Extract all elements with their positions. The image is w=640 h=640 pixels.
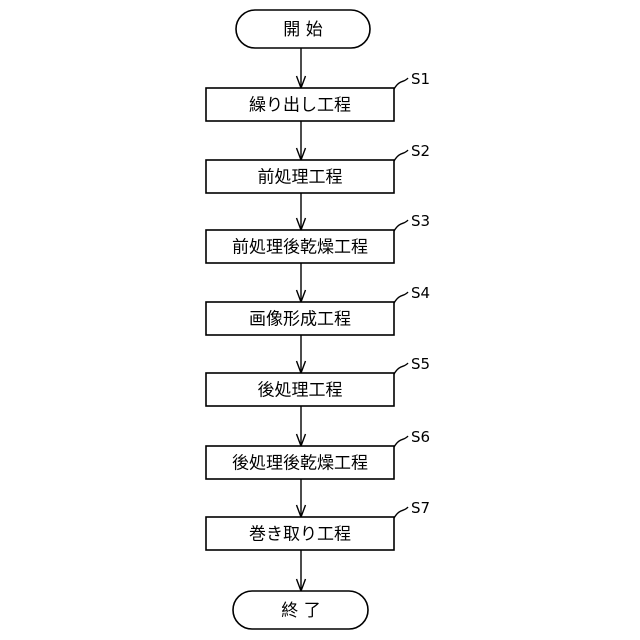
step-id-leader xyxy=(394,150,408,161)
step-id-label: S2 xyxy=(411,142,430,160)
step-id-leader xyxy=(394,220,408,231)
step-id-label: S1 xyxy=(411,70,430,88)
step-id-leader xyxy=(394,292,408,303)
process-label: 画像形成工程 xyxy=(249,310,351,330)
step-id-label: S5 xyxy=(411,355,430,373)
process-label: 前処理後乾燥工程 xyxy=(232,238,368,258)
process-label: 前処理工程 xyxy=(258,168,343,188)
start-terminal: 開 始 xyxy=(236,10,370,48)
process-step-s3: 前処理後乾燥工程 S3 xyxy=(206,212,430,263)
step-id-label: S4 xyxy=(411,284,430,302)
step-id-leader xyxy=(394,78,408,89)
process-step-s6: 後処理後乾燥工程 S6 xyxy=(206,428,430,479)
start-label: 開 始 xyxy=(283,20,322,40)
step-id-leader xyxy=(394,363,408,374)
end-terminal: 終 了 xyxy=(233,591,368,629)
step-id-label: S3 xyxy=(411,212,430,230)
process-label: 後処理後乾燥工程 xyxy=(232,454,368,474)
process-step-s7: 巻き取り工程 S7 xyxy=(206,499,430,550)
step-id-leader xyxy=(394,507,408,518)
process-step-s5: 後処理工程 S5 xyxy=(206,355,430,406)
process-label: 巻き取り工程 xyxy=(249,525,351,545)
process-step-s1: 繰り出し工程 S1 xyxy=(206,70,430,121)
process-step-s4: 画像形成工程 S4 xyxy=(206,284,430,335)
step-id-leader xyxy=(394,436,408,447)
step-id-label: S6 xyxy=(411,428,430,446)
process-label: 繰り出し工程 xyxy=(249,96,351,116)
process-label: 後処理工程 xyxy=(258,381,343,401)
step-id-label: S7 xyxy=(411,499,430,517)
process-step-s2: 前処理工程 S2 xyxy=(206,142,430,193)
end-label: 終 了 xyxy=(281,601,320,621)
